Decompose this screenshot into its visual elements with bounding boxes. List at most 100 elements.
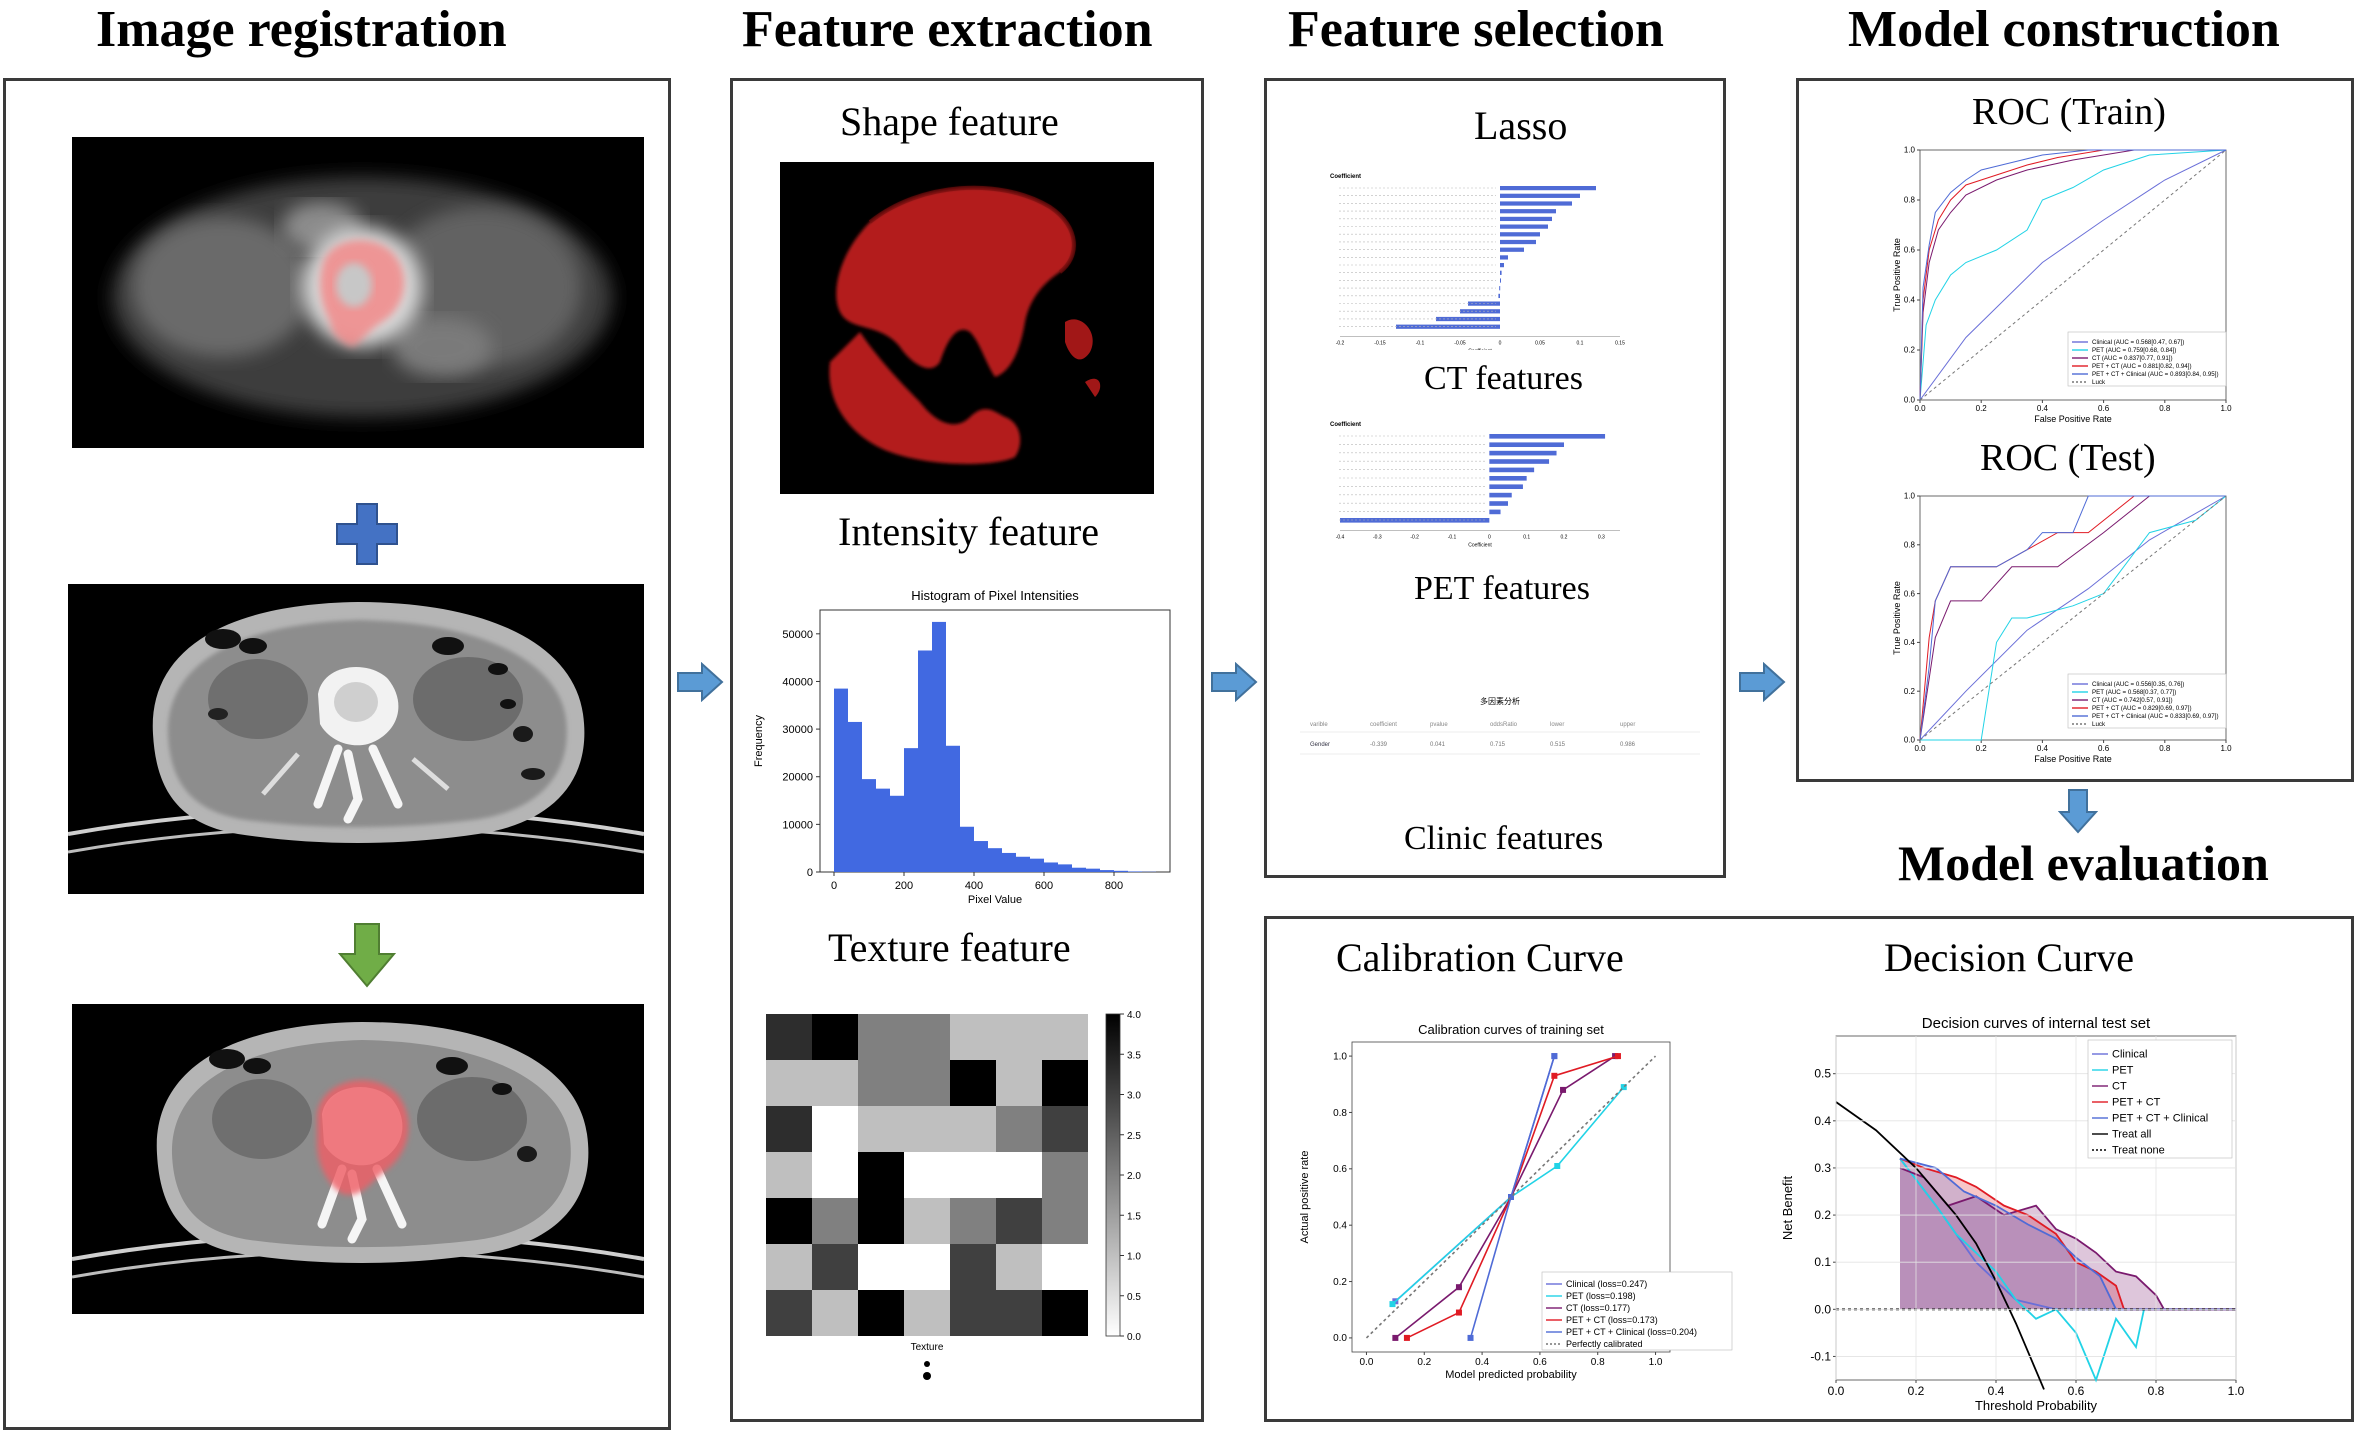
series-line-petct (1899, 1157, 2236, 1311)
x-axis-label: Pixel Value (968, 894, 1022, 906)
legend-label: CT (AUC = 0.837[0.77, 0.91]) (2092, 355, 2173, 362)
x-tick-label: -0.2 (1410, 534, 1419, 540)
histogram-bar (988, 848, 1002, 872)
y-tick-label: 0.3 (1814, 1161, 1831, 1175)
heatmap-cell (904, 1290, 950, 1336)
legend-box (2067, 331, 2227, 387)
heatmap-cell (766, 1290, 812, 1336)
heatmap-cell (1042, 1152, 1088, 1198)
histogram-bar (1016, 856, 1030, 872)
intensity-feature-title: Intensity feature (838, 509, 1099, 554)
colorbar-label: 3.0 (1127, 1091, 1141, 1102)
heatmap-cell (904, 1198, 950, 1244)
chart-title: Calibration curves of training set (1418, 1022, 1604, 1037)
table-header: oddsRatio (1490, 722, 1518, 728)
heatmap-cell (812, 1014, 858, 1060)
histogram-bar (918, 650, 932, 872)
legend-label: PET + CT (AUC = 0.881[0.82, 0.94]) (2092, 363, 2192, 370)
lasso-title: Lasso (1474, 103, 1568, 148)
heatmap-cell (858, 1198, 904, 1244)
colorbar-label: 3.5 (1127, 1050, 1141, 1061)
colorbar-label: 2.5 (1127, 1131, 1141, 1142)
lasso-bar (1489, 484, 1523, 490)
x-tick-label: 0 (1488, 534, 1491, 540)
histogram-bar (1002, 852, 1016, 872)
y-axis-label: True Positive Rate (1892, 581, 1902, 655)
heatmap-cell (1042, 1014, 1088, 1060)
series-marker-pet (1389, 1301, 1396, 1308)
lasso-bar (1499, 286, 1501, 291)
heatmap-cell (1042, 1244, 1088, 1290)
histogram-bar (946, 745, 960, 872)
section-title-construction: Model construction (1848, 1, 2280, 58)
lasso-bar (1489, 442, 1564, 448)
heatmap-cell (950, 1244, 996, 1290)
series-marker-petct (1614, 1053, 1621, 1060)
plus-icon (336, 503, 398, 565)
legend-box (1541, 1271, 1733, 1351)
y-tick-label: -0.1 (1810, 1349, 1831, 1363)
y-tick-label: 1.0 (1904, 492, 1916, 501)
series-line-treatall (1835, 1101, 2045, 1390)
series-marker-pet (1620, 1084, 1627, 1091)
x-tick-label: 0 (831, 880, 837, 892)
area-fill-petct (1900, 1158, 2236, 1310)
legend-label: PET + CT (2112, 1097, 2161, 1109)
y-tick-label: 1.0 (1904, 146, 1916, 155)
series-line-luck (1919, 495, 2227, 741)
heatmap-cell (858, 1152, 904, 1198)
lasso-bar (1489, 476, 1527, 481)
legend-label: PET (2112, 1065, 2134, 1077)
y-tick-label: 0.2 (1904, 346, 1916, 355)
table-header: lower (1550, 722, 1564, 728)
x-tick-label: 0.4 (2037, 404, 2049, 413)
x-tick-label: 0.6 (1533, 1357, 1547, 1368)
heatmap-cell (858, 1014, 904, 1060)
legend-label: PET + CT + Clinical (AUC = 0.893[0.84, 0… (2092, 371, 2219, 378)
legend-label: Treat all (2112, 1129, 2151, 1141)
y-tick-label: 0.0 (1333, 1333, 1347, 1344)
marker-dot (923, 1372, 931, 1380)
roc-test-title: ROC (Test) (1980, 437, 2156, 479)
legend-label: CT (loss=0.177) (1566, 1303, 1630, 1313)
x-axis-label: Texture (911, 1342, 944, 1353)
colorbar-label: 2.0 (1127, 1171, 1141, 1182)
y-tick-label: 0 (807, 867, 813, 879)
histogram-bar (904, 748, 918, 872)
histogram-bar (862, 779, 876, 872)
y-tick-label: 0.5 (1814, 1067, 1831, 1081)
y-tick-label: 30000 (782, 724, 813, 736)
heatmap-cell (996, 1244, 1042, 1290)
series-line-clinical (1919, 149, 2227, 401)
down-arrow-icon (2058, 789, 2098, 834)
x-tick-label: 1.0 (2220, 744, 2232, 753)
series-marker-petctclin (1508, 1194, 1514, 1200)
legend-box (2087, 1039, 2233, 1159)
heatmap-cell (766, 1152, 812, 1198)
histogram-bar (960, 826, 974, 872)
series-line-ct (1899, 1167, 2236, 1311)
table-title: 多因素分析 (1480, 696, 1520, 706)
lasso-bar (1489, 434, 1606, 439)
heatmap-cell (904, 1106, 950, 1152)
histogram-bar (1128, 871, 1142, 872)
y-tick-label: 0.2 (1333, 1277, 1347, 1288)
heatmap-cell (950, 1060, 996, 1106)
x-tick-label: 0.2 (1908, 1384, 1925, 1398)
histogram-bar (1044, 862, 1058, 872)
x-tick-label: -0.2 (1336, 340, 1345, 346)
x-axis-label: False Positive Rate (2034, 414, 2112, 424)
heatmap-cell (766, 1244, 812, 1290)
y-tick-label: 0.6 (1904, 589, 1916, 598)
y-tick-label: 10000 (782, 819, 813, 831)
x-tick-label: 0.2 (1976, 404, 1988, 413)
y-tick-label: 0.4 (1814, 1114, 1831, 1128)
x-tick-label: 1.0 (1649, 1357, 1663, 1368)
x-axis-label: Coefficient (1468, 348, 1492, 350)
area-fill-ct (1900, 1167, 2236, 1310)
